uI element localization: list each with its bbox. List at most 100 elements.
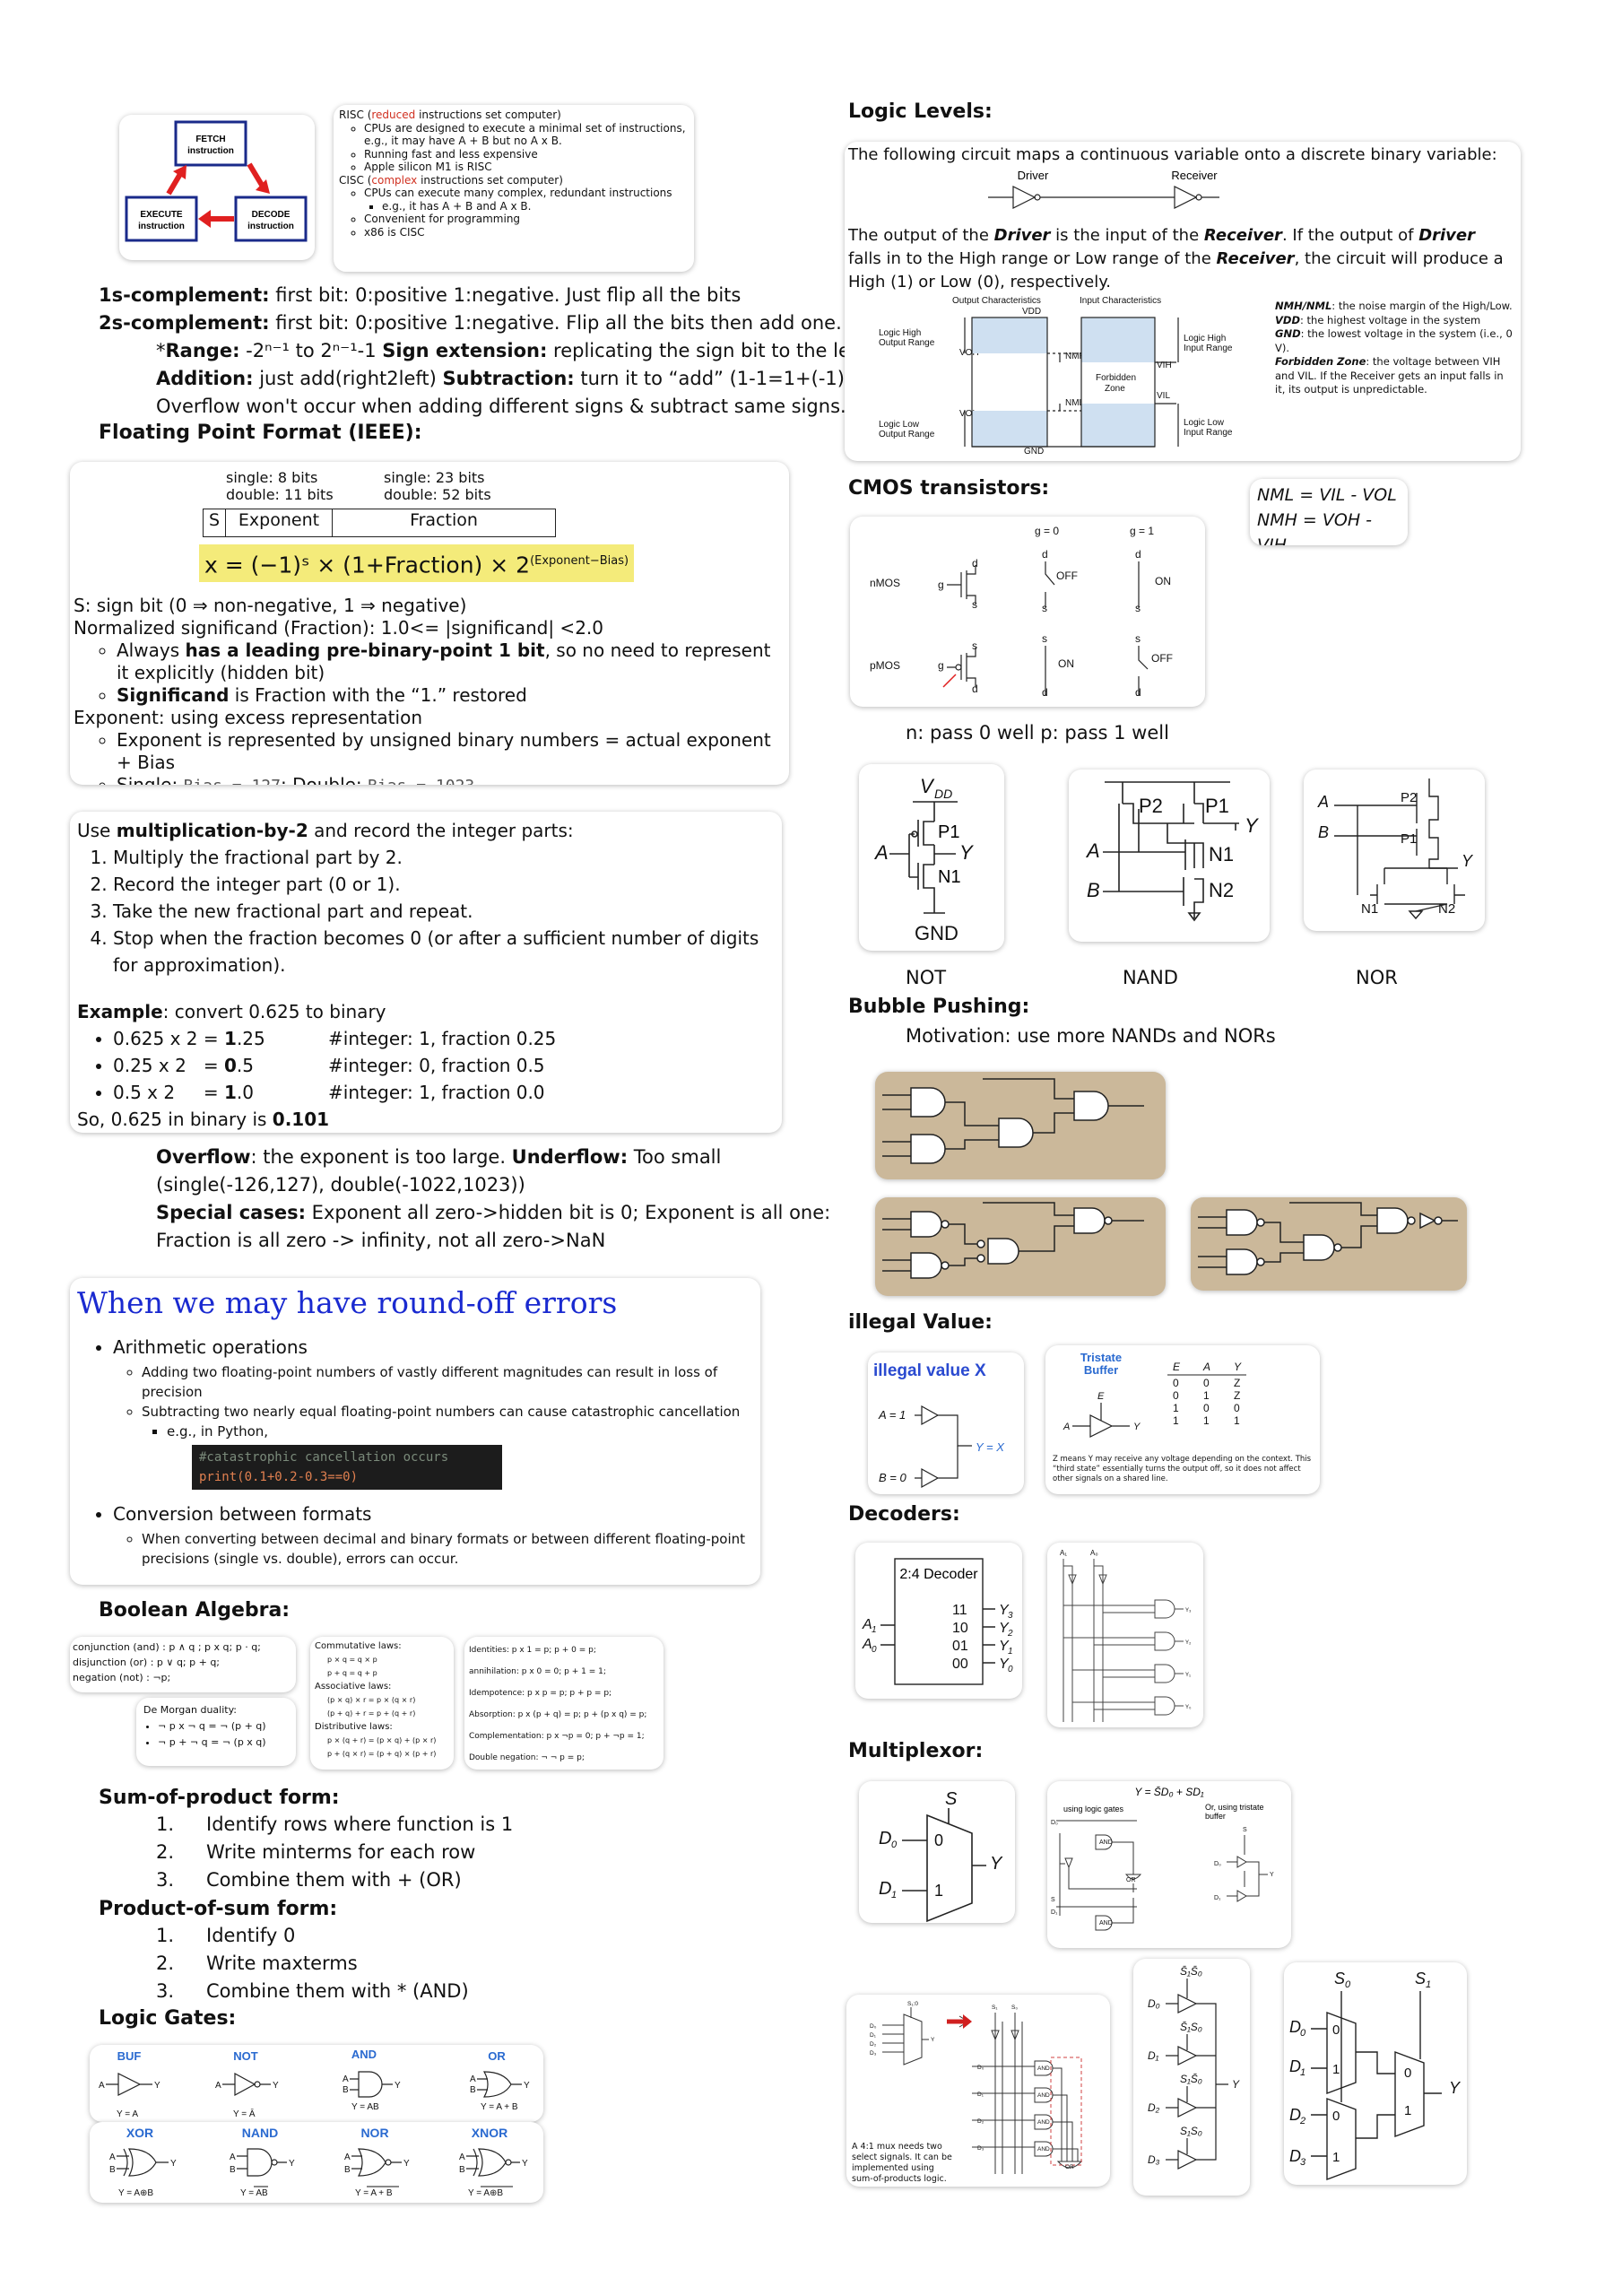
svg-text:s: s: [972, 598, 977, 611]
svg-text:B: B: [344, 2165, 351, 2175]
svg-text:P1: P1: [938, 822, 959, 842]
svg-text:0: 0: [1404, 2066, 1411, 2081]
bubble-diagram-3: [1191, 1197, 1467, 1291]
svg-text:B: B: [1318, 823, 1329, 841]
svg-text:S: S: [1051, 1897, 1055, 1903]
svg-text:B: B: [343, 2085, 349, 2095]
svg-text:s: s: [1135, 602, 1141, 614]
svg-text:g: g: [938, 578, 944, 591]
identity: Complementation: p x ¬p = 0; p + ¬p = 1;: [469, 1732, 645, 1741]
svg-text:Y: Y: [289, 2159, 295, 2169]
float-details: S: sign bit (0 ⇒ non-negative, 1 ⇒ negat…: [74, 595, 782, 785]
svg-text:A: A: [215, 2081, 221, 2091]
svg-text:A: A: [1085, 839, 1100, 862]
svg-text:g = 0: g = 0: [1035, 525, 1059, 537]
svg-text:VIL: VIL: [1157, 391, 1170, 401]
law-title: Distributive laws:: [315, 1722, 393, 1732]
svg-text:Y₃: Y₃: [1185, 1608, 1192, 1613]
law-title: Associative laws:: [315, 1682, 392, 1692]
caption-nor: NOR: [1356, 967, 1398, 988]
svg-text:Z: Z: [1234, 1377, 1240, 1389]
svg-text:Y: Y: [1449, 2079, 1462, 2097]
svg-text:D₀: D₀: [1214, 1861, 1221, 1867]
svg-text:OFF: OFF: [1056, 570, 1078, 582]
conv-sub: When converting between decimal and bina…: [142, 1529, 753, 1569]
exponent-line: Exponent: using excess representation: [74, 707, 422, 728]
boolean-heading: Boolean Algebra:: [99, 1599, 291, 1622]
svg-text:Input Range: Input Range: [1184, 428, 1233, 438]
svg-text:1: 1: [891, 1890, 897, 1900]
conv-item: Conversion between formats When converti…: [113, 1502, 753, 1569]
demorgan-title: De Morgan duality:: [143, 1704, 238, 1716]
svg-text:0: 0: [1332, 2109, 1340, 2124]
svg-text:Forbidden: Forbidden: [1096, 373, 1136, 383]
svg-text:1: 1: [1173, 1402, 1179, 1414]
svg-text:1: 1: [1332, 2150, 1340, 2165]
svg-text:S̄₁S₀: S̄₁S₀: [1180, 2021, 1202, 2033]
cisc-item: CPUs can execute many complex, redundant…: [364, 187, 689, 213]
svg-text:OFF: OFF: [1151, 652, 1173, 665]
svg-text:d: d: [1135, 686, 1141, 699]
sop-list: 1.Identify rows where function is 1 2.Wr…: [156, 1813, 514, 1891]
sop-step: Identify rows where function is 1: [206, 1813, 514, 1835]
caption-not: NOT: [906, 967, 947, 988]
svg-text:1: 1: [1008, 1647, 1013, 1657]
svg-text:Y: Y: [524, 2081, 530, 2091]
svg-text:1: 1: [1426, 1979, 1431, 1990]
svg-text:Y: Y: [999, 1657, 1010, 1672]
svg-text:d: d: [1135, 548, 1141, 561]
mult-intro: Use multiplication-by-2 and record the i…: [77, 820, 574, 841]
svg-text:B: B: [230, 2165, 236, 2175]
decoders-heading: Decoders:: [848, 1503, 960, 1526]
svg-text:s: s: [1042, 632, 1047, 645]
svg-text:N2: N2: [1209, 879, 1234, 901]
svg-text:0: 0: [872, 1645, 877, 1655]
bubble-svg-1: [882, 1078, 1144, 1164]
risc-cisc-card: RISC (reduced instructions set computer)…: [334, 105, 694, 272]
add-sub-line: Addition: just add(right2left) Subtracti…: [156, 368, 853, 389]
svg-text:pMOS: pMOS: [870, 659, 900, 672]
svg-text:Y: Y: [959, 841, 974, 864]
op-and: conjunction (and) : p ∧ q ; p x q; p · q…: [73, 1641, 261, 1653]
svg-text:XOR: XOR: [126, 2126, 153, 2140]
svg-text:Y: Y: [1133, 1422, 1141, 1432]
svg-text:Z: Z: [1234, 1389, 1240, 1402]
risc-item: CPUs are designed to execute a minimal s…: [364, 122, 689, 148]
example-result: So, 0.625 in binary is 0.101: [77, 1109, 330, 1130]
svg-text:10: 10: [952, 1621, 968, 1636]
svg-text:d: d: [972, 683, 978, 695]
levels-intro: The following circuit maps a continuous …: [848, 145, 1497, 164]
levels-notes: NMH/NML: the noise margin of the High/Lo…: [1275, 300, 1514, 397]
svg-text:D₂: D₂: [977, 2118, 984, 2125]
mux-heading: Multiplexor:: [848, 1740, 984, 1762]
risc-title: RISC (reduced instructions set computer): [339, 109, 561, 121]
svg-text:D: D: [1289, 2147, 1301, 2165]
svg-text:Y: Y: [1270, 1872, 1274, 1878]
sop-heading: Sum-of-product form:: [99, 1787, 340, 1809]
svg-text:Y₀: Y₀: [1185, 1705, 1192, 1710]
law: p + (q × r) = (p + q) × (p + r): [327, 1750, 437, 1758]
svg-text:Y: Y: [395, 2081, 401, 2091]
svg-text:D₁: D₁: [870, 2032, 877, 2039]
fetch-label: FETCH: [195, 135, 225, 144]
svg-text:AND: AND: [1037, 2119, 1050, 2126]
svg-text:A: A: [99, 2081, 105, 2091]
svg-text:Y = A: Y = A: [117, 2109, 138, 2119]
svg-text:AND: AND: [1037, 2146, 1050, 2152]
identity: Absorption: p x (p + q) = p; p + (p x q)…: [469, 1710, 647, 1719]
svg-text:NAND: NAND: [242, 2126, 278, 2140]
svg-text:D₁: D₁: [1148, 2049, 1159, 2062]
cisc-title: CISC (complex instructions set computer): [339, 173, 563, 187]
range-line: *Range: -2ⁿ⁻¹ to 2ⁿ⁻¹-1 Sign extension: …: [156, 340, 870, 361]
svg-text:d: d: [1042, 548, 1048, 561]
svg-text:XNOR: XNOR: [472, 2126, 507, 2140]
